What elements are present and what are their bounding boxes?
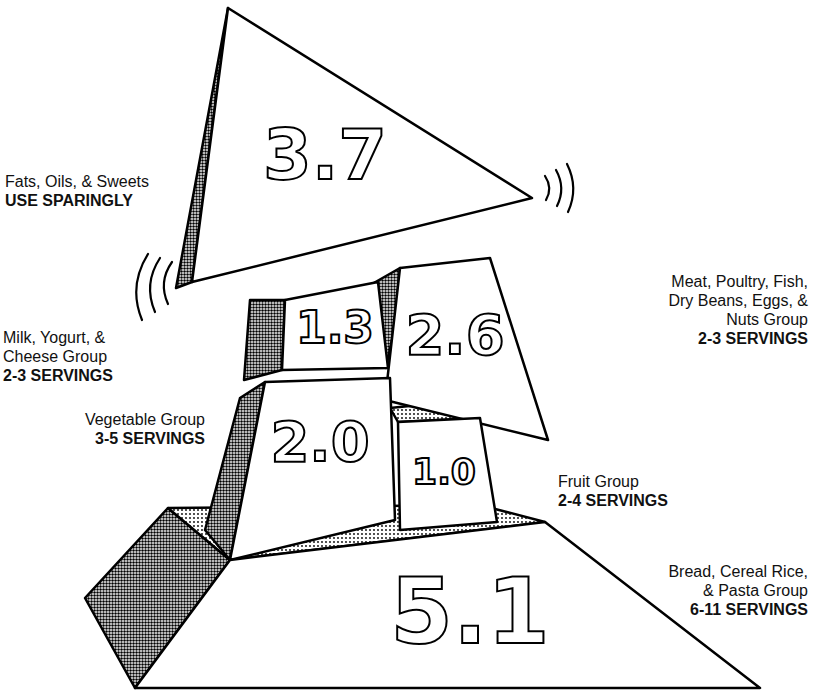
serving-number: 1.3	[296, 306, 374, 350]
block-face	[192, 8, 532, 282]
wobble-mark	[567, 164, 573, 212]
label-holder: 6-11 SERVINGS	[608, 600, 808, 619]
food-group-block: 2.6	[385, 258, 548, 440]
label-holder: Meat, Poultry, Fish, Dry Beans, Eggs, & …	[648, 272, 808, 329]
wobble-mark	[545, 176, 549, 200]
number-holder: 1.3	[296, 306, 374, 350]
food-group-block: 1.3	[282, 282, 388, 370]
serving-number: 2.0	[270, 414, 369, 470]
serving-number: 2.6	[405, 307, 504, 363]
number-holder: 1.0	[412, 454, 476, 490]
serving-advice: 2-3 SERVINGS	[608, 329, 808, 348]
group-name: Bread, Cereal Rice, & Pasta Group	[658, 562, 808, 600]
wobble-mark	[136, 254, 148, 320]
label-holder: Vegetable Group	[20, 410, 205, 429]
serving-advice: 2-4 SERVINGS	[558, 491, 758, 510]
block-face	[282, 282, 388, 370]
number-holder: 2.6	[405, 307, 504, 363]
label-holder: 2-3 SERVINGS	[3, 366, 138, 385]
wobble-mark	[556, 170, 561, 206]
food-group-block: 3.7	[192, 8, 532, 282]
label-holder: Fruit Group	[558, 472, 758, 491]
food-group-block: 5.1	[135, 522, 760, 688]
label-holder: USE SPARINGLY	[5, 191, 205, 210]
wobble-mark	[150, 258, 160, 312]
serving-number: 5.1	[390, 567, 549, 657]
food-group-block: 1.0	[398, 418, 497, 530]
group-name: Vegetable Group	[20, 410, 205, 429]
serving-advice: 3-5 SERVINGS	[20, 429, 205, 448]
label-holder: Milk, Yogurt, & Cheese Group	[3, 328, 138, 366]
number-holder: 2.0	[270, 414, 369, 470]
label-holder: 2-3 SERVINGS	[608, 329, 808, 348]
serving-number: 3.7	[263, 120, 387, 190]
block-face	[230, 378, 395, 560]
number-holder: 5.1	[390, 567, 549, 657]
group-name: Fruit Group	[558, 472, 758, 491]
group-name: Meat, Poultry, Fish, Dry Beans, Eggs, & …	[648, 272, 808, 329]
label-holder: Fats, Oils, & Sweets	[5, 172, 205, 191]
serving-advice: 6-11 SERVINGS	[608, 600, 808, 619]
label-holder: 2-4 SERVINGS	[558, 491, 758, 510]
block-face	[135, 522, 760, 688]
serving-advice: USE SPARINGLY	[5, 191, 205, 210]
serving-advice: 2-3 SERVINGS	[3, 366, 138, 385]
group-name: Fats, Oils, & Sweets	[5, 172, 205, 191]
food-group-block: 2.0	[230, 378, 395, 560]
wobble-mark	[164, 262, 172, 304]
block-face	[398, 418, 497, 530]
group-name: Milk, Yogurt, & Cheese Group	[3, 328, 138, 366]
block-face	[385, 258, 548, 440]
serving-number: 1.0	[412, 454, 476, 490]
label-holder: Bread, Cereal Rice, & Pasta Group	[658, 562, 808, 600]
shaded-side	[244, 300, 285, 380]
label-holder: 3-5 SERVINGS	[20, 429, 205, 448]
number-holder: 3.7	[263, 120, 387, 190]
